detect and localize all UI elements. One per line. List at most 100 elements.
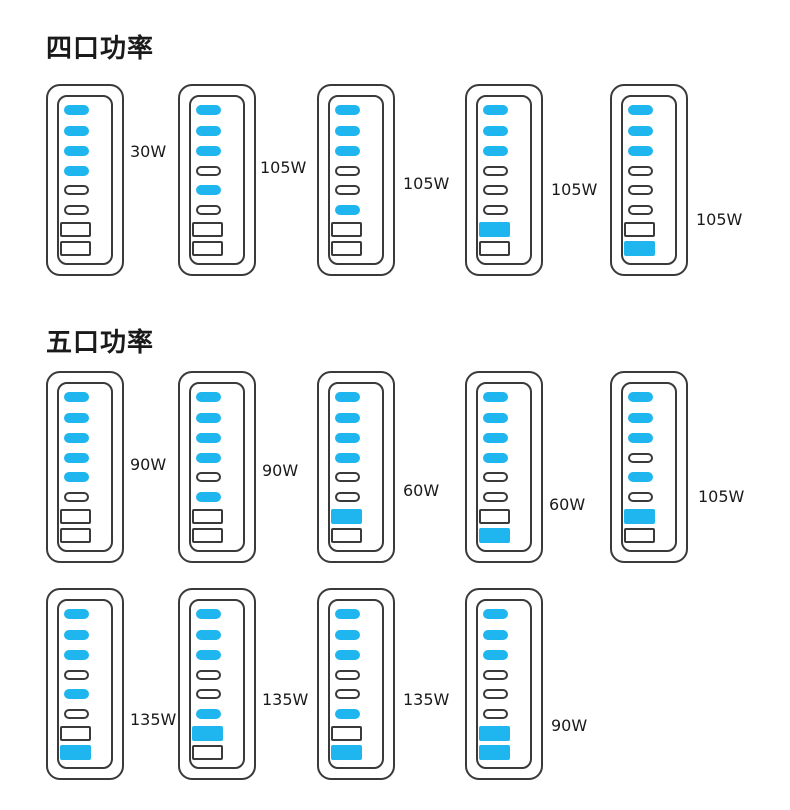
wattage-label: 90W [130, 455, 167, 474]
usb-c-port-4-idle [483, 166, 508, 176]
charger-five-port-3 [317, 371, 395, 563]
wattage-label: 135W [130, 710, 177, 729]
usb-c-port-6-idle [483, 492, 508, 502]
usb-c-port-1-active [196, 392, 221, 402]
charger-faceplate [57, 382, 113, 552]
wattage-label: 90W [551, 716, 588, 735]
usb-c-port-4-idle [335, 670, 360, 680]
usb-a-port-1-active [624, 509, 655, 524]
usb-a-port-1-idle [331, 726, 362, 741]
wattage-label: 105W [698, 487, 745, 506]
charger-faceplate [476, 95, 532, 265]
usb-c-port-4-active [483, 453, 508, 463]
usb-c-port-2-active [335, 413, 360, 423]
usb-c-port-3-active [628, 433, 653, 443]
usb-a-port-2-idle [60, 528, 91, 543]
usb-c-port-3-active [335, 650, 360, 660]
wattage-label: 60W [549, 495, 586, 514]
charger-five-port-5 [610, 371, 688, 563]
usb-c-port-3-active [483, 433, 508, 443]
wattage-label: 60W [403, 481, 440, 500]
usb-c-port-3-active [628, 146, 653, 156]
charger-faceplate [189, 95, 245, 265]
usb-c-port-4-idle [196, 670, 221, 680]
usb-c-port-1-active [196, 105, 221, 115]
usb-c-port-2-active [64, 126, 89, 136]
section-title-four-port: 四口功率 [46, 34, 155, 64]
usb-a-port-2-idle [331, 528, 362, 543]
usb-c-port-2-active [196, 413, 221, 423]
usb-a-port-2-active [624, 241, 655, 256]
usb-c-port-1-active [628, 105, 653, 115]
usb-a-port-1-active [331, 509, 362, 524]
usb-c-port-3-active [64, 146, 89, 156]
usb-c-port-2-active [64, 630, 89, 640]
usb-c-port-6-idle [335, 492, 360, 502]
usb-c-port-4-idle [483, 670, 508, 680]
usb-c-port-2-active [335, 126, 360, 136]
usb-c-port-6-idle [483, 709, 508, 719]
usb-c-port-2-active [628, 413, 653, 423]
usb-c-port-5-idle [628, 185, 653, 195]
usb-c-port-3-active [196, 433, 221, 443]
usb-c-port-3-active [196, 146, 221, 156]
usb-c-port-6-active [196, 492, 221, 502]
usb-c-port-2-active [196, 630, 221, 640]
usb-a-port-1-active [479, 222, 510, 237]
charger-faceplate [328, 599, 384, 769]
usb-c-port-1-active [335, 609, 360, 619]
usb-c-port-5-idle [196, 689, 221, 699]
charger-five-port-7 [178, 588, 256, 780]
charger-faceplate [476, 599, 532, 769]
charger-four-port-2 [178, 84, 256, 276]
usb-a-port-2-idle [331, 241, 362, 256]
charger-faceplate [476, 382, 532, 552]
usb-c-port-4-active [196, 453, 221, 463]
usb-c-port-6-idle [64, 709, 89, 719]
wattage-label: 105W [260, 158, 307, 177]
usb-a-port-1-idle [192, 222, 223, 237]
usb-a-port-2-idle [624, 528, 655, 543]
charger-four-port-4 [465, 84, 543, 276]
usb-c-port-3-active [335, 146, 360, 156]
usb-c-port-4-active [64, 166, 89, 176]
usb-c-port-5-idle [335, 472, 360, 482]
usb-c-port-4-active [335, 453, 360, 463]
usb-c-port-5-idle [483, 185, 508, 195]
usb-c-port-2-active [483, 413, 508, 423]
usb-c-port-1-active [483, 392, 508, 402]
usb-a-port-2-active [331, 745, 362, 760]
usb-a-port-2-idle [192, 745, 223, 760]
usb-a-port-1-idle [192, 509, 223, 524]
usb-a-port-1-idle [479, 509, 510, 524]
usb-c-port-4-active [64, 453, 89, 463]
usb-c-port-1-active [335, 392, 360, 402]
usb-a-port-1-idle [60, 509, 91, 524]
wattage-label: 105W [403, 174, 450, 193]
usb-c-port-1-active [335, 105, 360, 115]
usb-c-port-3-active [483, 146, 508, 156]
usb-c-port-5-active [196, 185, 221, 195]
section-title-five-port: 五口功率 [46, 328, 155, 358]
usb-c-port-3-active [196, 650, 221, 660]
charger-faceplate [328, 95, 384, 265]
usb-c-port-1-active [483, 609, 508, 619]
usb-c-port-5-idle [335, 185, 360, 195]
usb-c-port-5-idle [64, 185, 89, 195]
usb-c-port-5-active [628, 472, 653, 482]
usb-c-port-2-active [483, 126, 508, 136]
usb-c-port-4-idle [335, 166, 360, 176]
usb-a-port-2-idle [192, 241, 223, 256]
charger-faceplate [57, 95, 113, 265]
usb-c-port-6-idle [64, 492, 89, 502]
wattage-label: 30W [130, 142, 167, 161]
usb-c-port-5-idle [483, 689, 508, 699]
usb-c-port-6-active [335, 709, 360, 719]
charger-faceplate [189, 599, 245, 769]
usb-c-port-2-active [64, 413, 89, 423]
usb-c-port-6-active [335, 205, 360, 215]
charger-faceplate [189, 382, 245, 552]
usb-c-port-3-active [64, 650, 89, 660]
usb-a-port-2-active [479, 528, 510, 543]
usb-c-port-5-idle [483, 472, 508, 482]
